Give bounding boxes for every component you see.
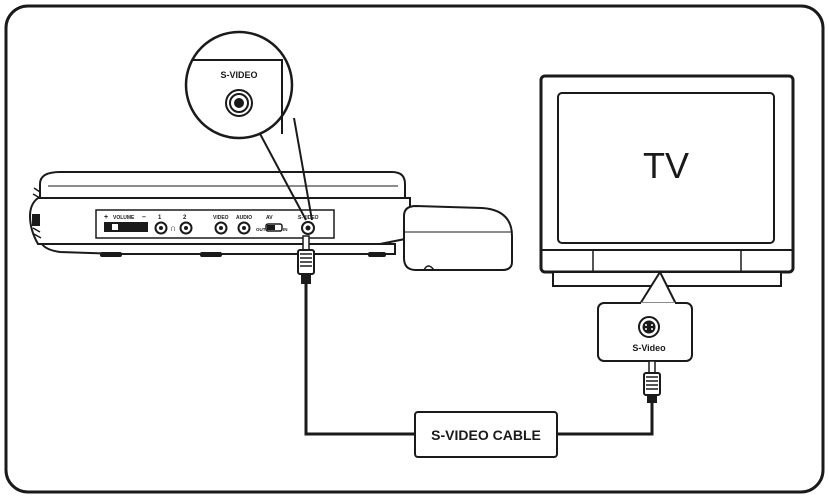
panel-volume-plus: + xyxy=(104,214,108,221)
player-battery-block xyxy=(403,204,513,271)
zoom-jack-label: S-VIDEO xyxy=(220,70,257,80)
tv-input-label: S-Video xyxy=(632,343,666,353)
cable-wire xyxy=(304,283,654,436)
panel-out-label: OUT xyxy=(256,227,266,232)
panel-in-label: IN xyxy=(283,227,288,232)
panel-s-video-label: S-VIDEO xyxy=(298,215,319,221)
player-front-panel: + VOLUME – 1 2 ∩ VIDEO AUDIO AV OUT IN S… xyxy=(95,209,335,239)
tv-label: TV xyxy=(643,145,689,186)
volume-slider[interactable] xyxy=(104,222,148,232)
panel-phone-2-label: 2 xyxy=(183,215,187,221)
tv-plug-icon xyxy=(643,360,661,403)
s-video-jack-callout: S-VIDEO xyxy=(184,30,313,221)
television: TV xyxy=(539,74,795,287)
left-vents-icon xyxy=(32,187,42,239)
cable-label-box xyxy=(414,411,558,458)
s-video-cable: S-VIDEO CABLE xyxy=(297,235,661,458)
panel-volume-label: VOLUME xyxy=(113,215,135,221)
panel-av-label: AV xyxy=(266,215,273,221)
player-lid xyxy=(39,171,406,199)
tv-input-callout: S-Video xyxy=(597,269,693,362)
panel-volume-minus: – xyxy=(142,214,146,221)
player-plug-icon xyxy=(297,235,315,284)
panel-audio-label: AUDIO xyxy=(236,215,252,221)
tv-screen xyxy=(557,92,775,244)
panel-video-label: VIDEO xyxy=(213,215,229,221)
cable-label: S-VIDEO CABLE xyxy=(431,427,541,443)
zoom-circle xyxy=(184,30,294,140)
headphone-icon: ∩ xyxy=(170,223,176,233)
panel-phone-1-label: 1 xyxy=(158,215,162,221)
